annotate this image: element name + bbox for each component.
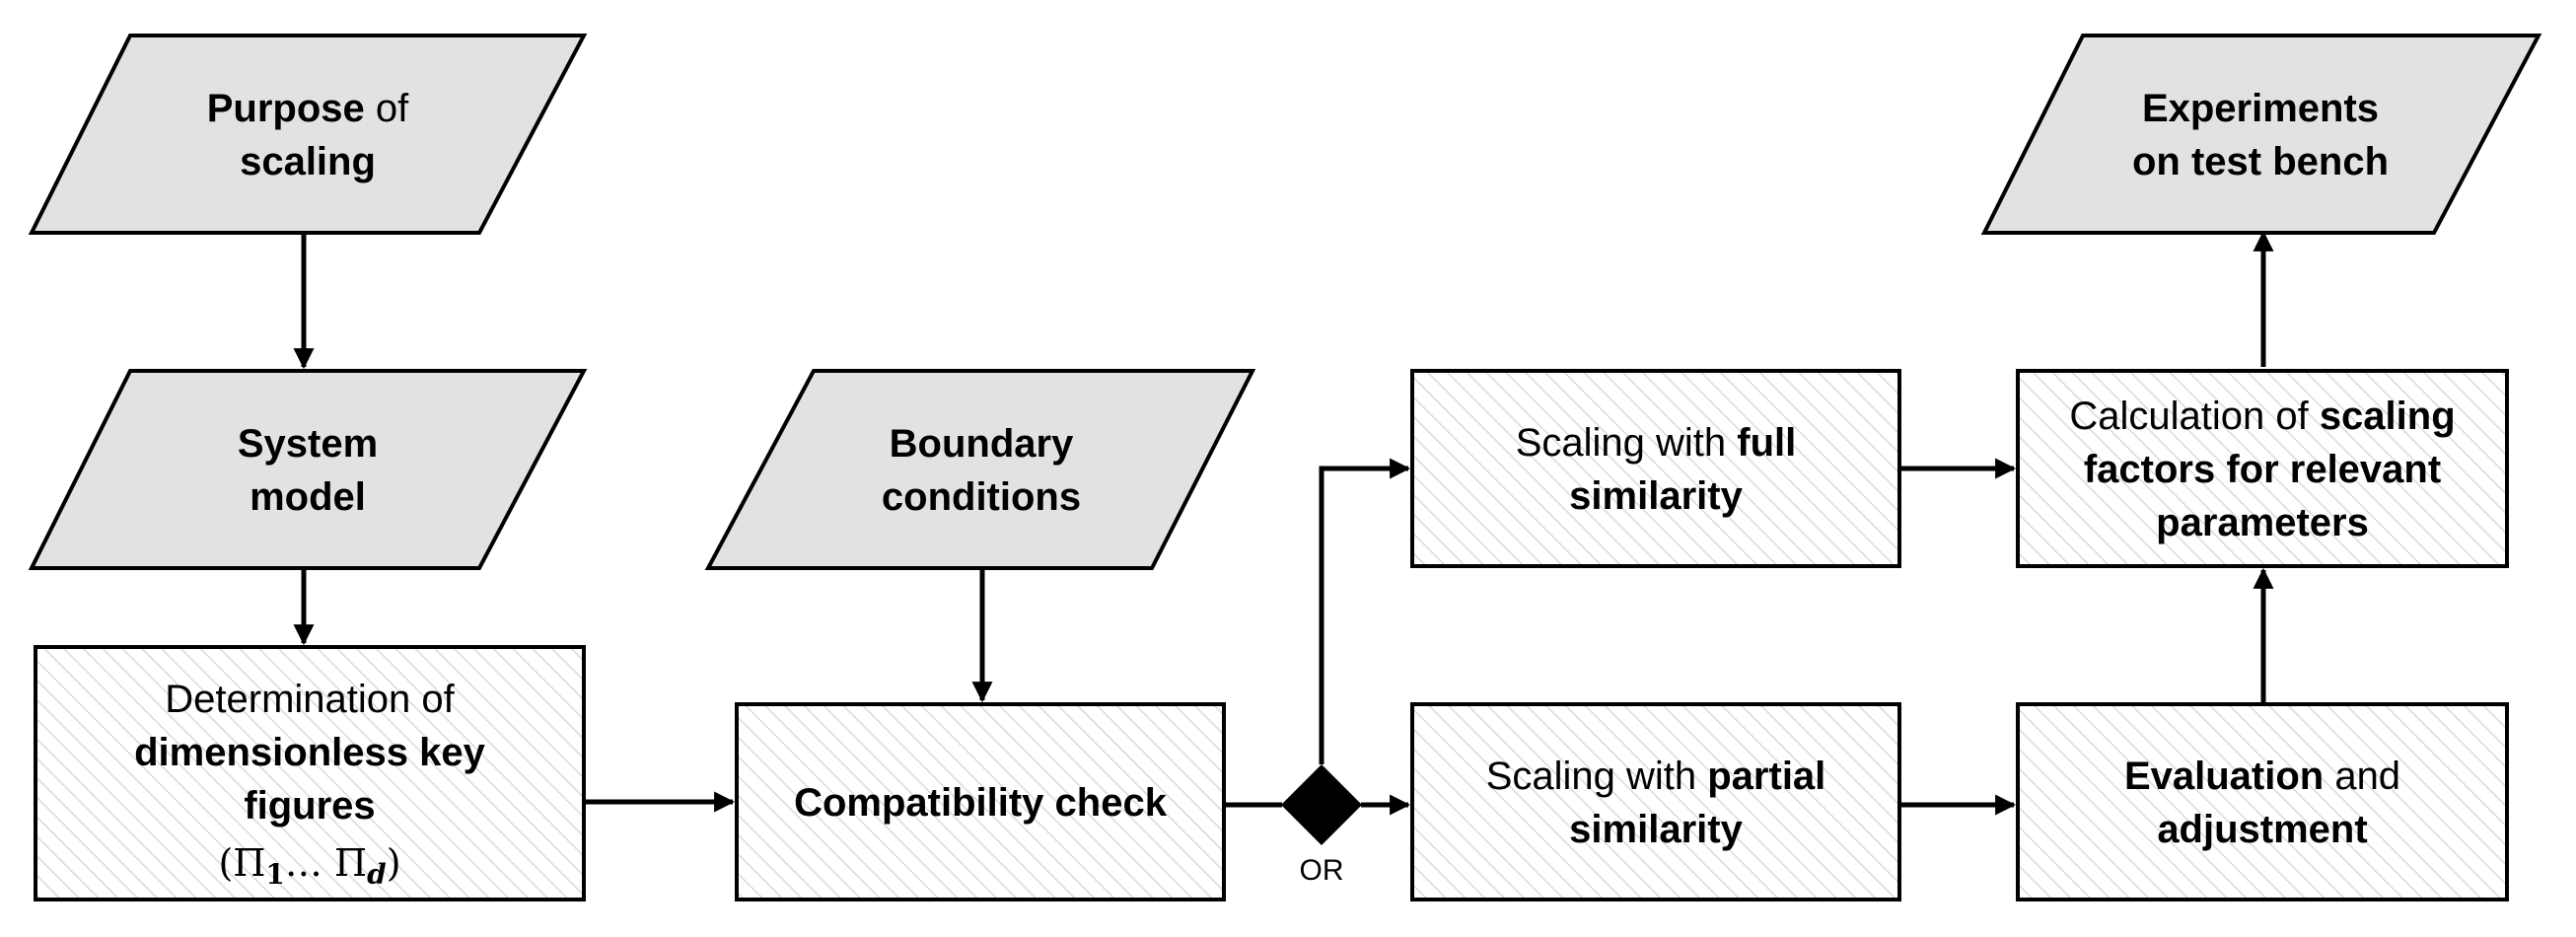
system-model-label: System model	[238, 422, 378, 519]
or-decision-diamond	[1281, 764, 1362, 845]
determination-label: Determination of dimensionless key figures	[134, 678, 485, 828]
label-line-1-run-1: Experiments	[2142, 87, 2379, 130]
purpose-of-scaling-label: Purpose of scaling	[207, 87, 409, 183]
partial-similarity-box	[1410, 702, 1901, 901]
boundary-conditions-label: Boundary conditions	[882, 422, 1081, 519]
node-labels: Purpose of scaling System model Boundary co…	[134, 87, 2456, 891]
compatibility-check-label: Compatibility check	[794, 781, 1168, 825]
label-line-1-run-1: Scaling with	[1516, 421, 1738, 465]
evaluation-box	[2016, 702, 2509, 901]
label-line-1-run-2: of	[365, 87, 409, 130]
calculation-box	[2016, 369, 2509, 568]
purpose-of-scaling-parallelogram	[28, 34, 588, 235]
edge-decision-to-full	[1319, 458, 1411, 764]
label-line-2-run-1: scaling	[240, 140, 376, 183]
calculation-label: Calculation of scaling factors for releva…	[2069, 395, 2455, 544]
determination-box	[34, 645, 586, 901]
label-line-1-run-1: Calculation of	[2069, 395, 2319, 438]
label-line-1-run-1: Determination of	[165, 678, 455, 721]
experiments-label: Experiments on test bench	[2132, 87, 2389, 183]
evaluation-label: Evaluation and adjustment	[2124, 755, 2400, 851]
label-line-1-run-2: and	[2324, 755, 2400, 798]
label-line-2-run-1: similarity	[1569, 808, 1743, 851]
key-figures-formula: (Π1… Πd)	[218, 841, 400, 891]
label-line-3-run-1: figures	[244, 784, 375, 828]
label-line-1-run-2: full	[1737, 421, 1796, 465]
label-line-2-run-1: dimensionless key	[134, 731, 485, 774]
label-line-2-run-1: on test bench	[2132, 140, 2389, 183]
label-line-1-run-1: System	[238, 422, 378, 466]
label-line-1-run-1: Evaluation	[2124, 755, 2324, 798]
label-line-1-run-1: Scaling with	[1486, 755, 1708, 798]
label-line-2-run-1: adjustment	[2157, 808, 2367, 851]
or-decision-label: OR	[1300, 854, 1344, 887]
process-nodes	[34, 369, 2509, 901]
input-nodes	[28, 34, 2542, 570]
label-line-3-run-1: parameters	[2156, 501, 2369, 544]
connectors	[293, 230, 2274, 816]
label-line-2-run-1: model	[250, 475, 366, 519]
label-line-2-run-1: conditions	[882, 475, 1081, 519]
experiments-parallelogram	[1980, 34, 2542, 235]
boundary-conditions-parallelogram	[704, 369, 1256, 570]
label-line-1-run-1: Boundary	[890, 422, 1074, 466]
label-line-2-run-1: factors for relevant	[2084, 448, 2441, 491]
label-line-1-run-2: partial	[1707, 755, 1825, 798]
partial-similarity-label: Scaling with partial similarity	[1486, 755, 1826, 851]
full-similarity-box	[1410, 369, 1901, 568]
label-line-1-run-1: Purpose	[207, 87, 365, 130]
system-model-parallelogram	[28, 369, 588, 570]
compatibility-check-box	[735, 702, 1226, 901]
full-similarity-label: Scaling with full similarity	[1516, 421, 1797, 518]
label-line-1-run-2: scaling	[2320, 395, 2456, 438]
label-line-1-run-1: Compatibility check	[794, 781, 1168, 825]
label-line-2-run-1: similarity	[1569, 474, 1743, 518]
